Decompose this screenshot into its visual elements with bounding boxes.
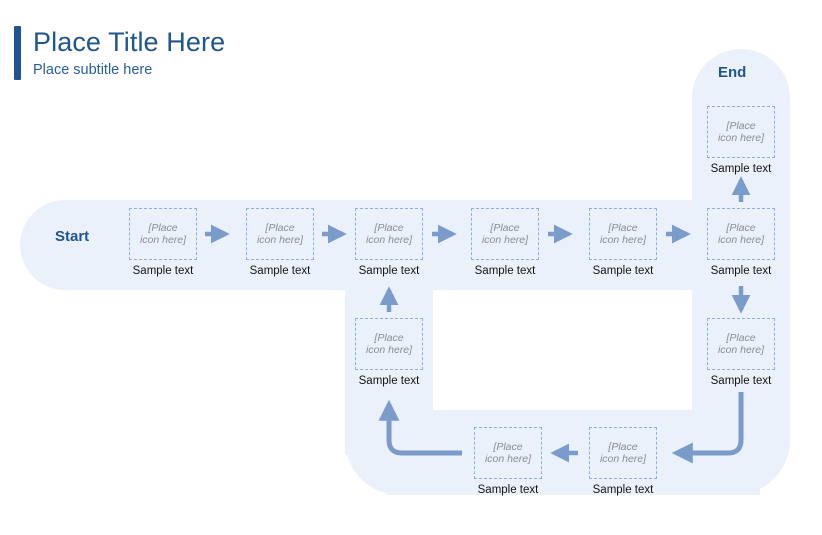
flow-node[interactable]: [Place icon here] Sample text [588, 208, 658, 278]
node-icon-placeholder-text: [Place icon here] [717, 221, 765, 247]
node-label: Sample text [474, 265, 536, 277]
node-icon-placeholder-box[interactable]: [Place icon here] [589, 427, 657, 479]
page-subtitle: Place subtitle here [33, 62, 153, 78]
node-icon-placeholder-text: [Place icon here] [481, 221, 529, 247]
connector-n8-n9-elbow [671, 392, 744, 464]
node-icon-placeholder-box[interactable]: [Place icon here] [707, 208, 775, 260]
node-label: Sample text [710, 265, 772, 277]
node-label: Sample text [592, 484, 654, 496]
flow-node[interactable]: [Place icon here] Sample text [706, 106, 776, 176]
node-icon-placeholder-text: [Place icon here] [365, 221, 413, 247]
flow-node[interactable]: [Place icon here] Sample text [470, 208, 540, 278]
node-icon-placeholder-text: [Place icon here] [365, 331, 413, 357]
flow-node[interactable]: [Place icon here] Sample text [473, 427, 543, 497]
flow-node[interactable]: [Place icon here] Sample text [354, 208, 424, 278]
node-icon-placeholder-box[interactable]: [Place icon here] [246, 208, 314, 260]
flow-node[interactable]: [Place icon here] Sample text [128, 208, 198, 278]
node-icon-placeholder-text: [Place icon here] [139, 221, 187, 247]
node-label: Sample text [592, 265, 654, 277]
header: Place Title Here Place subtitle here [14, 26, 225, 80]
flow-node[interactable]: [Place icon here] Sample text [245, 208, 315, 278]
start-label: Start [55, 228, 90, 245]
header-text-group: Place Title Here Place subtitle here [33, 26, 225, 80]
node-icon-placeholder-box[interactable]: [Place icon here] [471, 208, 539, 260]
node-icon-placeholder-text: [Place icon here] [717, 119, 765, 145]
connector-n10-n11-elbow [378, 399, 462, 456]
flow-node[interactable]: [Place icon here] Sample text [354, 318, 424, 388]
node-icon-placeholder-box[interactable]: [Place icon here] [355, 318, 423, 370]
node-label: Sample text [710, 375, 772, 387]
flow-node[interactable]: [Place icon here] Sample text [706, 208, 776, 278]
page-title: Place Title Here [33, 27, 226, 57]
node-label: Sample text [132, 265, 194, 277]
node-label: Sample text [249, 265, 311, 277]
node-icon-placeholder-text: [Place icon here] [256, 221, 304, 247]
flow-node[interactable]: [Place icon here] Sample text [588, 427, 658, 497]
node-label: Sample text [477, 484, 539, 496]
title-accent-bar [14, 26, 21, 80]
node-label: Sample text [710, 163, 772, 175]
node-label: Sample text [358, 375, 420, 387]
node-icon-placeholder-box[interactable]: [Place icon here] [355, 208, 423, 260]
node-icon-placeholder-box[interactable]: [Place icon here] [589, 208, 657, 260]
node-icon-placeholder-box[interactable]: [Place icon here] [474, 427, 542, 479]
node-icon-placeholder-text: [Place icon here] [717, 331, 765, 357]
node-icon-placeholder-box[interactable]: [Place icon here] [707, 318, 775, 370]
node-icon-placeholder-box[interactable]: [Place icon here] [707, 106, 775, 158]
end-label: End [718, 64, 747, 81]
node-icon-placeholder-text: [Place icon here] [599, 221, 647, 247]
node-icon-placeholder-text: [Place icon here] [484, 440, 532, 466]
flow-node[interactable]: [Place icon here] Sample text [706, 318, 776, 388]
node-icon-placeholder-box[interactable]: [Place icon here] [129, 208, 197, 260]
node-label: Sample text [358, 265, 420, 277]
node-icon-placeholder-text: [Place icon here] [599, 440, 647, 466]
